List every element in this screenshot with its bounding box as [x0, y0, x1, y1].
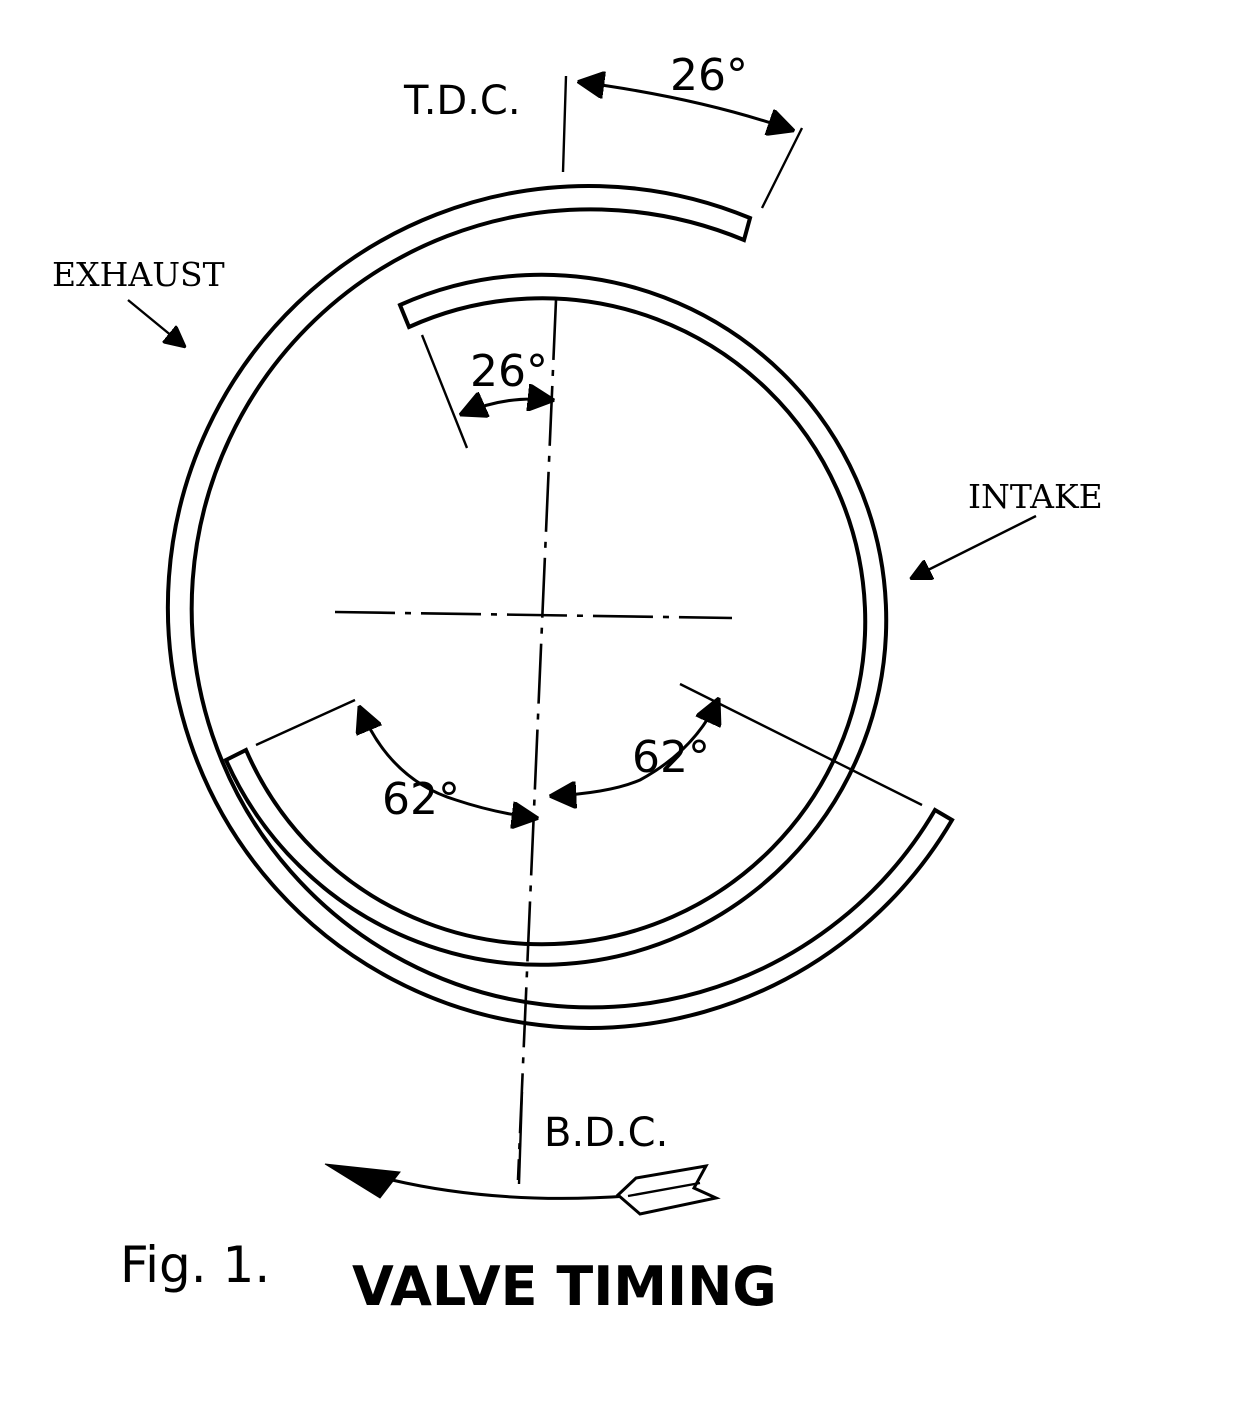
tdc-label: T.D.C. — [403, 78, 521, 124]
bdc-label: B.D.C. — [544, 1110, 668, 1156]
bdc-reference-line — [517, 1091, 524, 1185]
exhaust-close-angle-arc — [580, 82, 792, 130]
exhaust-open-extension-line — [255, 698, 356, 747]
intake-pointer-arrow — [912, 514, 1037, 578]
exhaust-label: EXHAUST — [52, 255, 225, 294]
exhaust-close-angle-label: 26° — [670, 50, 748, 101]
intake-open-angle-label: 26° — [470, 346, 548, 397]
intake-ring-band — [223, 272, 889, 967]
intake-label: INTAKE — [968, 477, 1103, 516]
figure-title: VALVE TIMING — [352, 1255, 777, 1318]
rotation-arrow-fletching-line — [627, 1181, 701, 1198]
tdc-reference-line — [561, 75, 568, 173]
intake-close-angle-arc — [552, 700, 718, 796]
rotation-direction-arrow — [391, 1178, 629, 1200]
tdc-bdc-centerline — [516, 299, 558, 1181]
exhaust-open-angle-arc — [360, 708, 536, 818]
intake-close-angle-label: 62° — [632, 732, 710, 783]
intake-open-extension-line — [420, 334, 469, 449]
intake-open-angle-arc — [462, 399, 552, 414]
exhaust-pointer-arrow — [127, 299, 184, 346]
rotation-arrowhead — [324, 1163, 401, 1199]
exhaust-close-extension-line — [760, 127, 804, 209]
figure-number: Fig. 1. — [120, 1236, 270, 1294]
exhaust-ring-band — [165, 183, 955, 1030]
exhaust-open-angle-label: 62° — [382, 774, 460, 825]
horizontal-centerline — [334, 610, 733, 620]
